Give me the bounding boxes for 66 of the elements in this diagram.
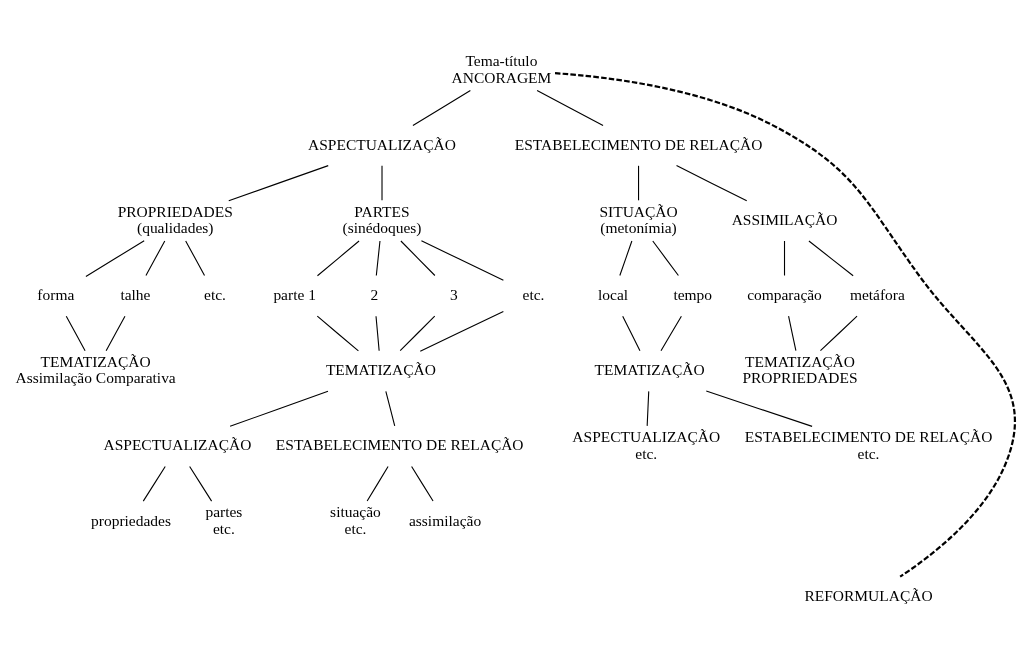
node-text: propriedades	[91, 511, 171, 529]
node-text: SITUAÇÃO (metonímia)	[599, 202, 678, 236]
node-text: forma	[37, 285, 75, 303]
node-text: etc.	[204, 285, 226, 303]
node-text: PARTES (sinédoques)	[342, 202, 422, 236]
connector	[819, 315, 858, 351]
connector	[375, 239, 381, 276]
connector	[788, 315, 797, 351]
connector	[705, 390, 813, 427]
connector	[185, 239, 206, 276]
node-text: ESTABELECIMENTO DE RELAÇÃO etc.	[744, 427, 993, 462]
connector	[65, 315, 86, 351]
node-text: ASSIMILAÇÃO	[731, 210, 838, 228]
connector	[145, 239, 166, 276]
connector	[420, 239, 504, 281]
connector	[385, 390, 396, 426]
connector	[660, 315, 682, 351]
node-text: ESTABELECIMENTO DE RELAÇÃO	[514, 135, 763, 153]
node-text: local	[598, 285, 629, 303]
node-text: tempo	[673, 285, 713, 303]
connector	[228, 164, 329, 201]
connector	[638, 164, 640, 201]
node-text: ESTABELECIMENTO DE RELAÇÃO	[275, 435, 524, 453]
connector	[675, 164, 748, 201]
connector	[316, 239, 360, 276]
node-text: REFORMULAÇÃO	[804, 586, 933, 604]
node-text: partes etc.	[205, 502, 243, 537]
connector	[142, 465, 166, 502]
node-text: etc.	[522, 285, 545, 303]
node-text: ASPECTUALIZAÇÃO	[103, 435, 252, 453]
connector	[419, 310, 504, 352]
node-text: TEMATIZAÇÃO Assimilação Comparativa	[15, 352, 176, 386]
node-text: situação etc.	[330, 502, 381, 537]
connector	[375, 315, 380, 351]
node-text: parte 1	[273, 285, 316, 303]
connector	[412, 89, 471, 126]
node-text: Tema-título ANCORAGEM	[451, 51, 552, 86]
node-text: ASPECTUALIZAÇÃO	[308, 135, 456, 153]
node-text: TEMATIZAÇÃO	[594, 360, 705, 378]
connector	[105, 315, 126, 351]
node-text: PROPRIEDADES (qualidades)	[117, 202, 233, 236]
node-text: 2	[370, 285, 379, 303]
connector	[646, 390, 650, 426]
connector	[652, 239, 679, 276]
connector	[622, 315, 641, 351]
node-text: talhe	[120, 285, 151, 303]
node-text: comparação	[747, 285, 822, 303]
connector	[316, 315, 359, 351]
connector	[554, 71, 1016, 578]
connector	[189, 465, 213, 502]
node-text: ASPECTUALIZAÇÃO etc.	[572, 427, 721, 462]
connector	[366, 465, 389, 502]
connector	[399, 315, 436, 351]
connector	[783, 239, 786, 276]
node-text: TEMATIZAÇÃO PROPRIEDADES	[742, 352, 858, 386]
connector	[808, 239, 854, 276]
connector	[229, 390, 329, 427]
connector	[411, 465, 434, 502]
connector	[85, 239, 145, 277]
connector	[619, 239, 633, 276]
node-text: 3	[450, 285, 458, 303]
connector	[400, 239, 436, 276]
node-text: metáfora	[849, 285, 905, 303]
node-text: assimilação	[408, 511, 482, 529]
node-text: TEMATIZAÇÃO	[325, 360, 436, 378]
connector	[536, 89, 604, 126]
